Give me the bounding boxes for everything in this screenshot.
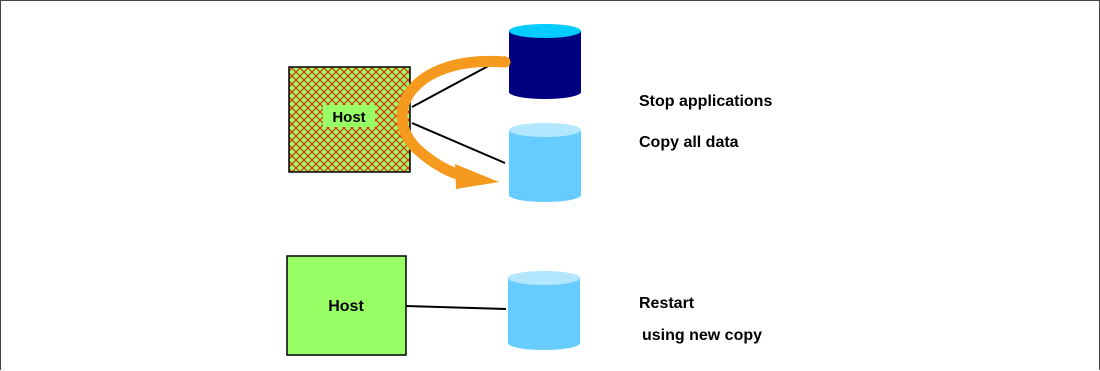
host-box-new: Host xyxy=(286,255,407,356)
copy-arrow xyxy=(396,55,511,189)
target-disk xyxy=(509,123,581,202)
host-label-top: Host xyxy=(332,109,365,126)
step-using-new-copy: using new copy xyxy=(642,327,762,344)
source-disk xyxy=(509,24,581,99)
host-to-new-disk-line xyxy=(405,305,507,310)
host-to-target-line xyxy=(411,122,506,164)
step-stop-applications: Stop applications xyxy=(639,93,772,110)
host-label-bottom: Host xyxy=(328,298,364,315)
step-restart: Restart xyxy=(639,295,695,312)
step-copy-all-data: Copy all data xyxy=(639,134,739,151)
new-copy-disk xyxy=(508,271,580,350)
host-box-old: Host xyxy=(288,66,411,173)
